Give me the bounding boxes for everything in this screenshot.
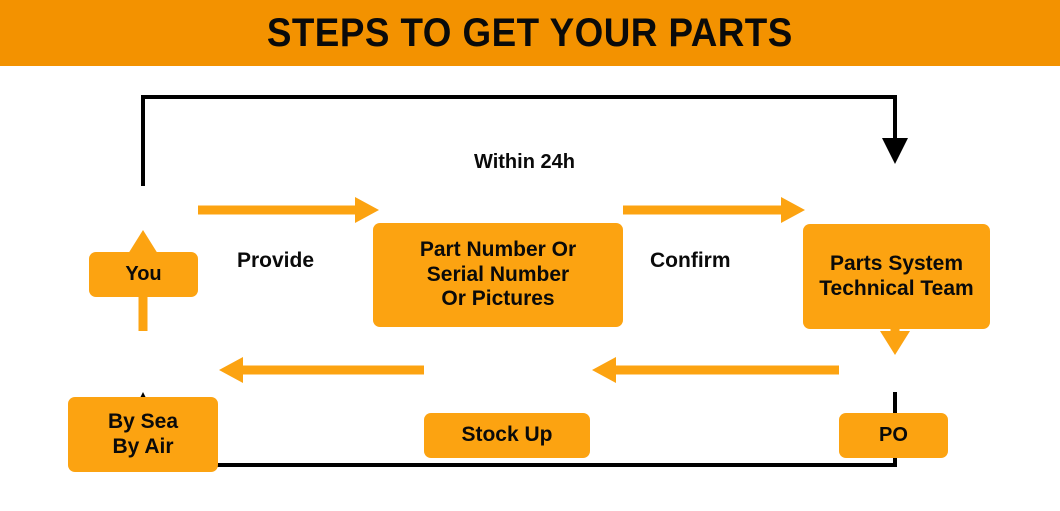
- node-shipping-method[interactable]: By Sea By Air: [68, 397, 218, 472]
- edge-label-confirm: Confirm: [645, 249, 736, 273]
- node-shipping-line-1: By Sea: [107, 409, 179, 433]
- node-stock-line-1: Stock Up: [461, 423, 553, 447]
- node-part-line-3: Or Pictures: [441, 287, 555, 311]
- node-team-line-1: Parts System: [829, 251, 964, 275]
- node-part-line-2: Serial Number: [426, 262, 570, 286]
- node-part-number[interactable]: Part Number Or Serial Number Or Pictures: [373, 223, 623, 327]
- node-parts-system-technical-team[interactable]: Parts System Technical Team: [803, 224, 990, 329]
- node-shipping-line-2: By Air: [112, 434, 174, 458]
- node-team-line-2: Technical Team: [819, 276, 974, 300]
- edge-stock-to-shipping: [219, 357, 424, 383]
- node-you[interactable]: You: [89, 252, 198, 297]
- node-stock-up[interactable]: Stock Up: [424, 413, 590, 458]
- edge-part-to-team: [623, 197, 805, 223]
- node-part-line-1: Part Number Or: [419, 237, 577, 261]
- edge-label-within-24h: Within 24h: [465, 151, 584, 174]
- node-po-line-1: PO: [879, 423, 908, 446]
- node-you-line-1: You: [125, 262, 162, 285]
- node-po[interactable]: PO: [839, 413, 948, 458]
- edge-label-provide: Provide: [232, 249, 320, 273]
- edge-you-to-part: [198, 197, 379, 223]
- flowchart-canvas: You Part Number Or Serial Number Or Pict…: [0, 66, 1060, 511]
- edge-you-to-team-within-24h: [141, 95, 908, 186]
- header-banner: STEPS TO GET YOUR PARTS: [0, 0, 1060, 66]
- page-title: STEPS TO GET YOUR PARTS: [267, 10, 793, 55]
- edge-po-to-stock: [592, 357, 839, 383]
